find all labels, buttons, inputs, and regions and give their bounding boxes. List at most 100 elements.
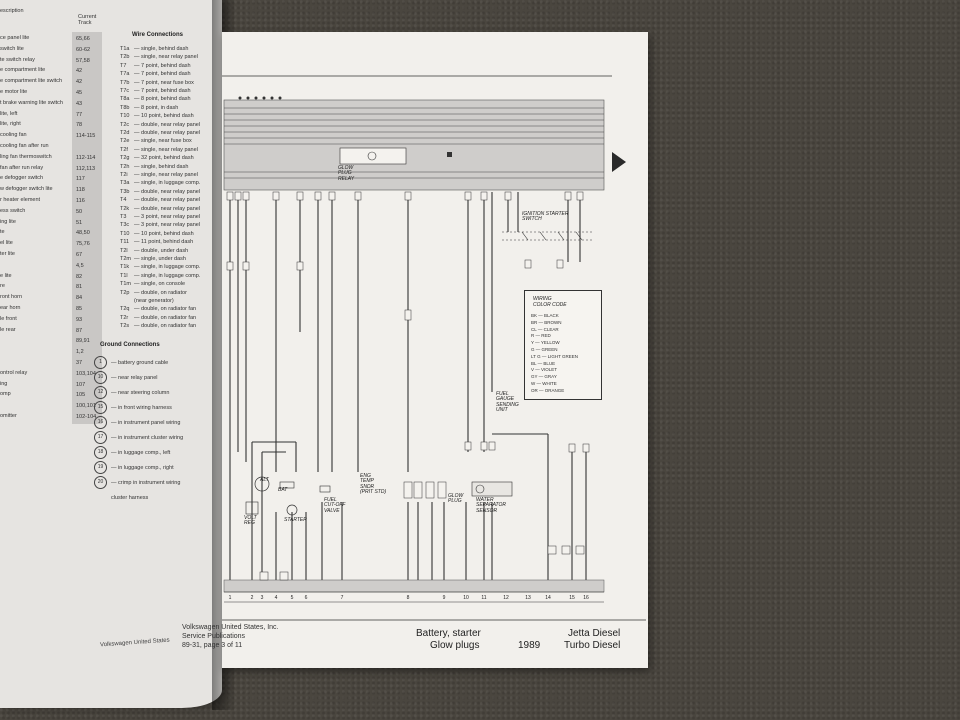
component-row-text: lite, left [0, 110, 18, 117]
wire-desc: — 10 point, behind dash [134, 113, 194, 120]
ground-connection-row: 20 — crimp in instrument wiring [94, 476, 180, 489]
component-row-text: fan after run relay [0, 164, 44, 171]
component-row-text: ontrol relay [0, 369, 28, 376]
wire-code: T2f [120, 146, 128, 153]
legend-row: G — GREEN [531, 347, 558, 352]
wire-desc: — single, behind dash [134, 163, 189, 170]
wire-code: T10 [120, 113, 130, 120]
component-row-track: 105 [76, 392, 86, 399]
wire-code: T2k [120, 205, 130, 212]
wire-code: T2c [120, 121, 130, 128]
component-row-track: 57,58 [76, 57, 90, 64]
legend-row: R — RED [531, 333, 551, 339]
model-year: 1989 [518, 640, 541, 651]
component-header: escription [0, 8, 24, 14]
wire-connection-row: T1l— single, in luggage comp. [120, 273, 200, 279]
wire-desc: — double, near relay panel [134, 205, 201, 212]
alternator-icon [254, 476, 270, 492]
wire-desc: — 8 point, in dash [134, 104, 179, 111]
wire-desc: — 7 point, behind dash [134, 88, 191, 94]
wire-desc: — 3 point, near relay panel [134, 214, 201, 220]
ground-desc: — in front wiring harness [111, 404, 172, 411]
wire-connection-row: T2r — double, on radiator fan [120, 315, 196, 321]
left-page-footer: Volkswagen United States [99, 637, 170, 649]
water-separator-label: WATER SEPARATOR SENSOR [476, 497, 507, 514]
component-row-track: 4,5 [76, 262, 84, 269]
model-line2: Turbo Diesel [564, 640, 621, 651]
water-separator-sensor-icon [471, 481, 513, 497]
wire-connection-row: T7b— 7 point, near fuse box [120, 80, 194, 86]
wire-desc: — double, near relay panel [134, 130, 201, 136]
wire-code: T2e [120, 138, 130, 145]
component-row-track: 116 [76, 198, 85, 204]
component-row-text: cooling fan after run [0, 143, 49, 149]
legend-title: WIRING COLOR CODE [533, 296, 567, 308]
wire-code: T7c [120, 88, 130, 94]
ground-desc: cluster harness [111, 494, 149, 501]
wire-code: T2l [120, 247, 128, 254]
wire-connection-row: T8a — 8 point, behind dash [120, 96, 191, 102]
wire-desc: — 10 point, behind dash [134, 230, 194, 237]
component-row-track: 112-114 [76, 154, 96, 161]
component-row-track: 114-115 [76, 133, 96, 140]
component-row-text: t brake warning lite switch [0, 99, 63, 106]
wire-connection-row: T2m— single, under dash [120, 256, 186, 262]
track-number: 13 [525, 595, 531, 601]
component-row-track: 77 [76, 111, 83, 118]
wire-connection-row: T7a— 7 point, behind dash [120, 71, 191, 77]
ground-connectors [259, 545, 585, 581]
legend-row: V — VIOLET [531, 367, 558, 373]
ignition-switch-label: IGNITION STARTER SWITCH [522, 211, 569, 223]
wire-connection-row: T7c — 7 point, behind dash [120, 88, 191, 94]
legend-row: OR — ORANGE [531, 387, 565, 393]
model-line1: Jetta Diesel [568, 628, 621, 639]
component-row-text: omp [0, 391, 11, 398]
wire-desc: — single, in luggage comp. [134, 272, 201, 279]
component-row-text: e compartment lite switch [0, 78, 63, 85]
wire-desc: — 8 point, behind dash [134, 96, 191, 103]
track-number: 14 [545, 595, 551, 601]
component-row-text: te [0, 229, 5, 236]
legend-row: BR — BROWN [531, 319, 562, 325]
component-row-text: ess switch [0, 207, 26, 214]
wire-desc: — double, under dash [134, 247, 189, 254]
track-number: 12 [503, 595, 509, 601]
component-row-text: re [0, 283, 5, 290]
ground-desc: — in instrument cluster wiring [111, 434, 184, 441]
ground-connection-row: 17 — in instrument cluster wiring [94, 431, 183, 444]
wire-desc: — single, behind dash [134, 46, 189, 52]
wire-code: T2r [120, 314, 129, 321]
wire-connection-row: T1a— single, behind dash [120, 46, 188, 52]
component-row-track: 60-62 [76, 46, 91, 53]
wire-connection-row: T11— 11 point, behind dash [120, 239, 193, 245]
component-row-track: 48,50 [76, 230, 90, 237]
wire-desc: — 3 point, near relay panel [134, 222, 201, 229]
component-row-track: 81 [76, 284, 83, 291]
ground-desc: — crimp in instrument wiring [111, 479, 181, 486]
track-number: 7 [341, 595, 344, 601]
vertical-wires [229, 192, 587, 582]
wire-connection-row: (near generator) [120, 298, 174, 304]
component-row-track: 42 [76, 68, 83, 75]
wire-desc: — single, in luggage comp. [134, 264, 201, 271]
wire-connection-row: T3a— single, in luggage comp. [120, 180, 200, 186]
wire-desc: — double, on radiator fan [134, 314, 197, 321]
fuel-cutoff-valve-icon [319, 485, 331, 493]
wire-code: T2d [120, 130, 130, 136]
wire-connection-row: T2f— single, near relay panel [120, 147, 198, 153]
wire-connection-row: T7— 7 point, behind dash [120, 63, 191, 69]
voltage-regulator-icon [245, 501, 259, 515]
wire-connection-row: T2h— single, behind dash [120, 164, 188, 170]
track-number: 2 [251, 595, 254, 601]
ground-number-icon: 20 [94, 476, 107, 489]
ground-number-icon: 17 [94, 431, 107, 444]
legend-row: LT G — LIGHT GREEN [531, 353, 579, 359]
wire-code: T1m [120, 281, 131, 288]
wire-code: T8a [120, 96, 130, 103]
track-number: 3 [261, 595, 264, 601]
component-row-track: 50 [76, 208, 83, 215]
component-row-text: r heater element [0, 197, 41, 203]
component-row-track: 51 [76, 219, 83, 226]
